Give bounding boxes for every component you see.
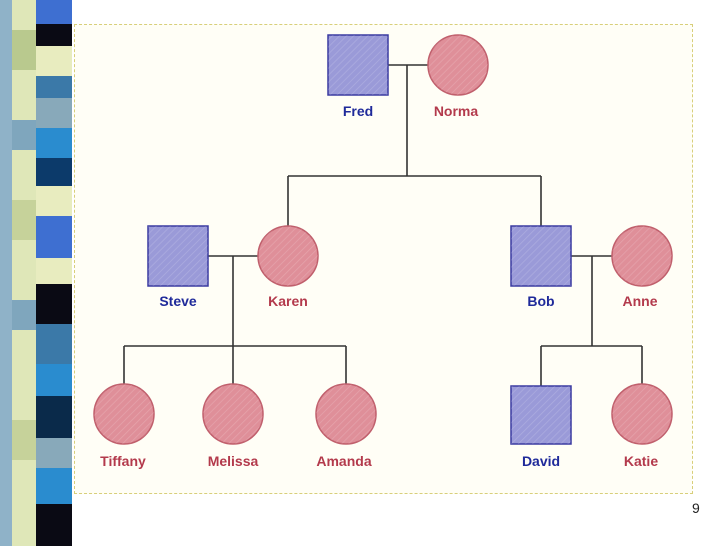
person-amanda: Amanda — [315, 383, 377, 469]
person-name-amanda: Amanda — [316, 453, 371, 469]
person-bob: Bob — [510, 225, 572, 309]
person-name-anne: Anne — [623, 293, 658, 309]
slide-number: 9 — [692, 500, 700, 516]
person-fred: Fred — [327, 34, 389, 119]
person-katie: Katie — [611, 383, 673, 469]
person-melissa: Melissa — [202, 383, 264, 469]
person-karen: Karen — [257, 225, 319, 309]
person-norma: Norma — [427, 34, 489, 119]
person-name-david: David — [522, 453, 560, 469]
person-name-bob: Bob — [527, 293, 554, 309]
person-steve: Steve — [147, 225, 209, 309]
person-tiffany: Tiffany — [93, 383, 155, 469]
person-name-steve: Steve — [159, 293, 197, 309]
person-name-fred: Fred — [343, 103, 373, 119]
person-anne: Anne — [611, 225, 673, 309]
person-name-karen: Karen — [268, 293, 308, 309]
person-name-melissa: Melissa — [208, 453, 259, 469]
person-david: David — [510, 385, 572, 469]
person-name-tiffany: Tiffany — [100, 453, 146, 469]
decorative-side-stripe — [0, 0, 72, 546]
person-name-norma: Norma — [434, 103, 479, 119]
person-name-katie: Katie — [624, 453, 658, 469]
